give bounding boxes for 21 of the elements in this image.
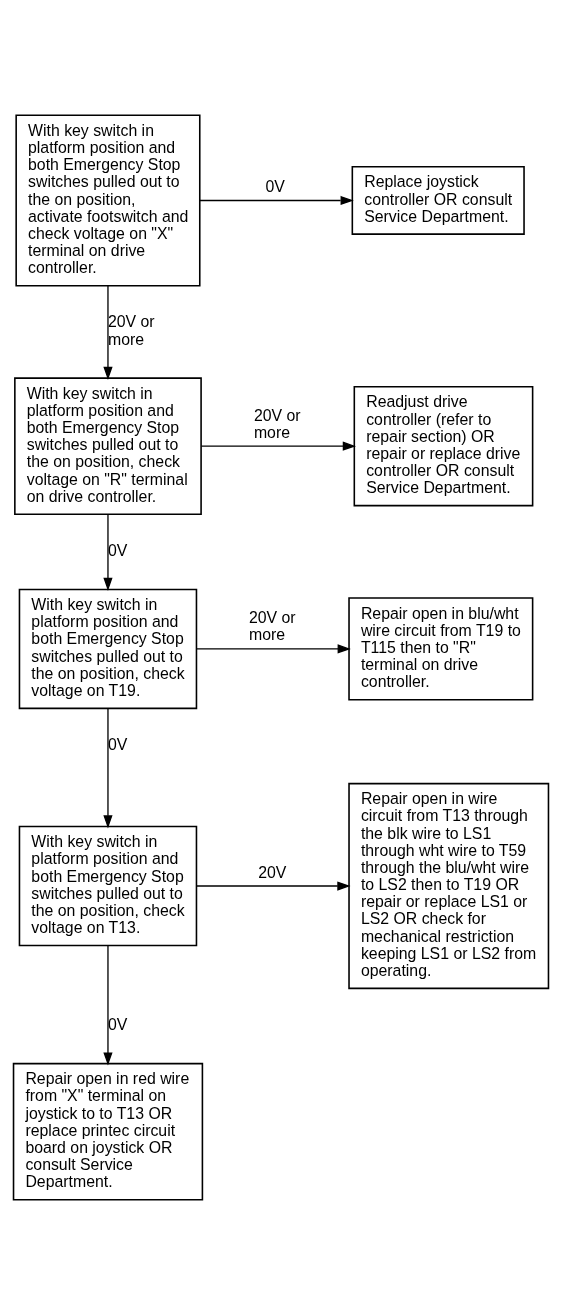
arrow [196, 643, 351, 654]
edge-label: 20V [258, 863, 287, 881]
node-box: With key switch in platform position and both Emergency Stop switches pulled out to the on position, check voltage on T19. [18, 588, 198, 709]
node-box: With key switch in platform position and both Emergency Stop switches pulled out to the on position, check voltage on "R" terminal on drive controller. [14, 376, 202, 515]
arrow [103, 284, 113, 380]
arrow [200, 441, 356, 451]
node-box: Repair open in red wire from "X" terminal on joystick to to T13 OR replace printec circuit board on joystick OR consult Service Department. [12, 1062, 204, 1200]
edge-label: 0V [265, 177, 285, 195]
edge-label: 20V or more [253, 406, 301, 441]
node-box: Repair open in wire circuit from T13 through the blk wire to LS1 through wht wire to T59 through the blu/wht wire to LS2 then to T19 OR repair or replace LS1 or LS2 OR check for mechanical restriction keeping LS1 or LS2 from operating. [348, 782, 550, 989]
node-box: With key switch in platform position and both Emergency Stop switches pulled out to the on position, check voltage on T13. [18, 825, 198, 946]
edge-label: 20V or more [248, 608, 296, 643]
node-box: Repair open in blu/wht wire circuit from T19 to T115 then to "R" terminal on drive controller. [348, 596, 534, 701]
arrow [103, 944, 113, 1066]
arrow [103, 707, 113, 828]
node-box: Replace joystick controller OR consult Service Department. [351, 165, 525, 235]
arrow [195, 880, 351, 891]
arrow [199, 195, 354, 205]
node-box: Readjust drive controller (refer to repair section) OR repair or replace drive controller OR consult Service Department. [353, 385, 534, 506]
arrow [103, 513, 113, 591]
node-box: With key switch in platform position and both Emergency Stop switches pulled out to the on position, activate footswitch and check voltage on "X" terminal on drive controller. [15, 114, 201, 286]
